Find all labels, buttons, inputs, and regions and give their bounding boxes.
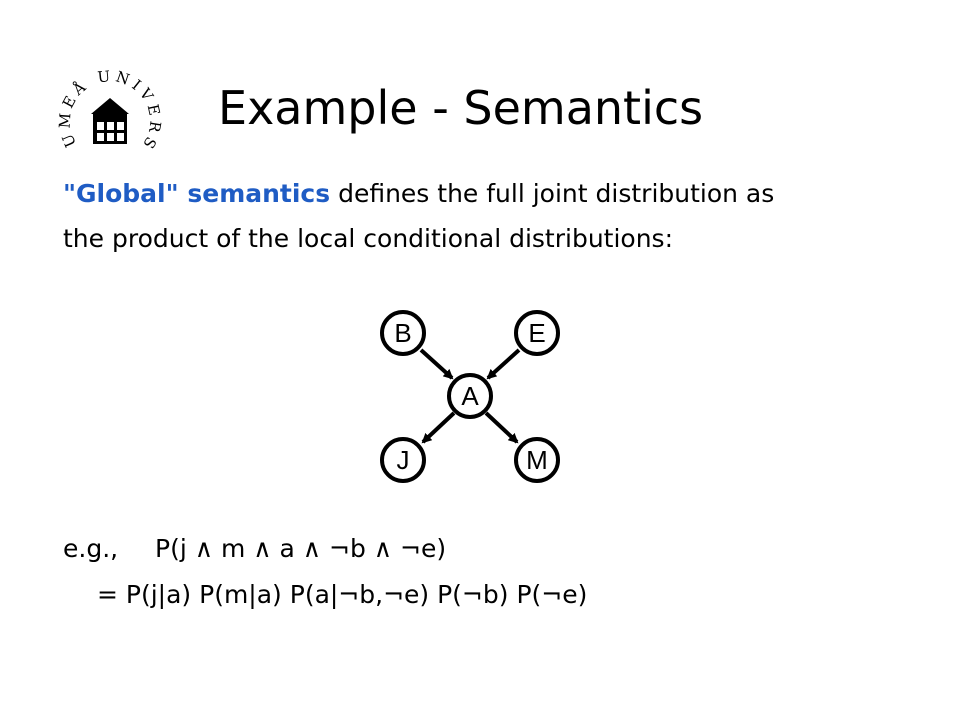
joint-probability-query: P(j ∧ m ∧ a ∧ ¬b ∧ ¬e): [155, 534, 447, 563]
example-label: e.g.,: [63, 534, 119, 563]
global-semantics-term: "Global" semantics: [63, 179, 331, 208]
svg-text:J: J: [397, 445, 410, 475]
definition-line-1: "Global" semantics defines the full join…: [63, 177, 774, 211]
definition-line-2: the product of the local conditional dis…: [63, 224, 674, 253]
edge-e-a: [486, 348, 521, 380]
definition-text: defines the full joint distribution as: [330, 179, 775, 208]
node-j: J: [380, 437, 426, 483]
svg-text:E: E: [528, 318, 545, 348]
node-a: A: [447, 373, 493, 419]
slide-title: Example - Semantics: [218, 81, 704, 135]
svg-text:B: B: [394, 318, 411, 348]
edge-b-a: [419, 348, 454, 380]
edge-a-j: [421, 411, 456, 444]
node-m: M: [514, 437, 560, 483]
bayes-network-diagram: B E A J M: [380, 310, 560, 483]
factorized-expansion: = P(j|a) P(m|a) P(a|¬b,¬e) P(¬b) P(¬e): [97, 580, 588, 609]
node-b: B: [380, 310, 426, 356]
university-seal-logo: UMEÅ UNIVERSITET: [55, 62, 161, 155]
svg-text:A: A: [461, 381, 479, 411]
node-e: E: [514, 310, 560, 356]
svg-text:M: M: [526, 445, 548, 475]
edge-a-m: [484, 411, 519, 444]
